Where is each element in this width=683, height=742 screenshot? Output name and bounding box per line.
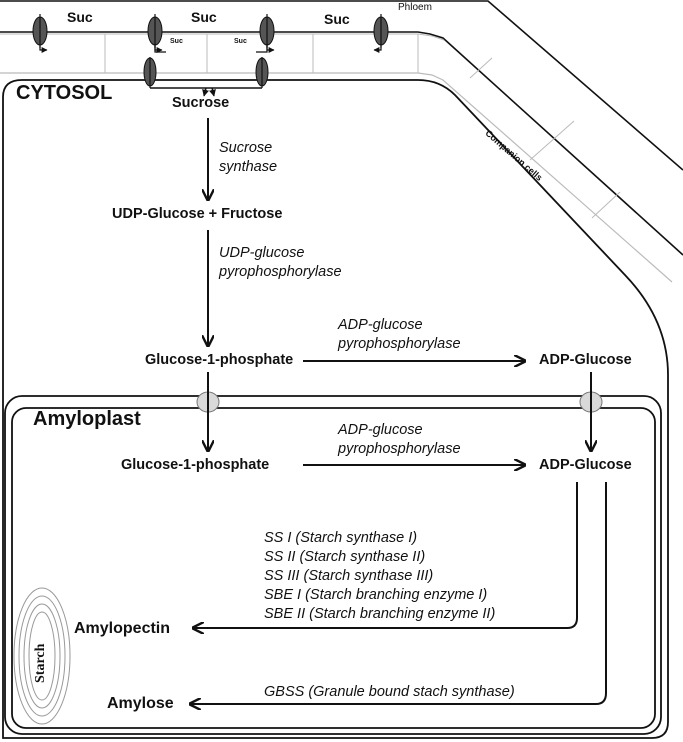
sucrose-metabolite: Sucrose xyxy=(172,95,230,111)
glucose-1-phosphate-cytosol: Glucose-1-phosphate xyxy=(145,352,294,368)
enzyme-line: SS III (Starch synthase III) xyxy=(264,568,434,584)
arrow-adpglucose-to-amylopectin xyxy=(193,482,578,628)
enzyme-line: UDP-glucose xyxy=(219,245,305,261)
enzyme-line: pyrophosphorylase xyxy=(338,336,461,352)
enzyme-line: SBE I (Starch branching enzyme I) xyxy=(264,587,488,603)
cytosol-label: CYTOSOL xyxy=(16,82,113,104)
glucose-1-phosphate-amyloplast: Glucose-1-phosphate xyxy=(121,457,270,473)
amylose-product: Amylose xyxy=(107,695,174,712)
enzyme-adp-glucose-pyrophosphorylase-cytosol: ADP-glucose pyrophosphorylase xyxy=(338,316,461,354)
enzyme-line: ADP-glucose xyxy=(338,422,423,438)
phloem-strip xyxy=(0,0,683,283)
sucrose-uptake-transporter xyxy=(255,44,269,88)
sucrose-label-small: Suc xyxy=(170,38,183,45)
enzyme-gbss: GBSS (Granule bound stach synthase) xyxy=(264,684,515,700)
udp-glucose-fructose-metabolite: UDP-Glucose + Fructose xyxy=(112,206,283,222)
enzyme-line: Sucrose xyxy=(219,140,273,156)
adp-glucose-cytosol: ADP-Glucose xyxy=(539,352,632,368)
amyloplast-inner-membrane xyxy=(11,407,656,729)
amylopectin-product: Amylopectin xyxy=(74,620,171,637)
starch-granule xyxy=(13,587,71,725)
sucrose-label-phloem: Suc xyxy=(67,9,93,25)
enzyme-adp-glucose-pyrophosphorylase-amyloplast: ADP-glucose pyrophosphorylase xyxy=(338,421,461,459)
starch-label: Starch xyxy=(33,643,48,683)
sucrose-label-small: Suc xyxy=(234,38,247,45)
enzyme-sucrose-synthase: Sucrose synthase xyxy=(219,139,277,177)
sucrose-uptake-transporter xyxy=(143,44,166,88)
amyloplast-outer-membrane xyxy=(4,395,662,735)
enzyme-list-amylopectin: SS I (Starch synthase I) SS II (Starch s… xyxy=(264,529,495,624)
enzyme-udp-glucose-pyrophosphorylase: UDP-glucose pyrophosphorylase xyxy=(219,244,342,282)
amyloplast-label: Amyloplast xyxy=(33,408,141,430)
arrow-adpglucose-to-amylose xyxy=(190,482,607,704)
enzyme-line: pyrophosphorylase xyxy=(219,264,342,280)
enzyme-line: synthase xyxy=(219,159,278,175)
sucrose-label-phloem: Suc xyxy=(191,9,217,25)
enzyme-line: pyrophosphorylase xyxy=(338,441,461,457)
sucrose-label-phloem: Suc xyxy=(324,11,350,27)
cytosol-cell-outline xyxy=(2,79,669,739)
enzyme-line: SS II (Starch synthase II) xyxy=(264,549,426,565)
transporter-icon xyxy=(259,14,275,53)
enzyme-line: SS I (Starch synthase I) xyxy=(264,530,418,546)
enzyme-line: ADP-glucose xyxy=(338,317,423,333)
transporter-icon xyxy=(32,14,48,53)
transporter-icon xyxy=(373,14,389,53)
enzyme-line: SBE II (Starch branching enzyme II) xyxy=(264,606,496,622)
phloem-label: Phloem xyxy=(398,2,432,13)
adp-glucose-amyloplast: ADP-Glucose xyxy=(539,457,632,473)
